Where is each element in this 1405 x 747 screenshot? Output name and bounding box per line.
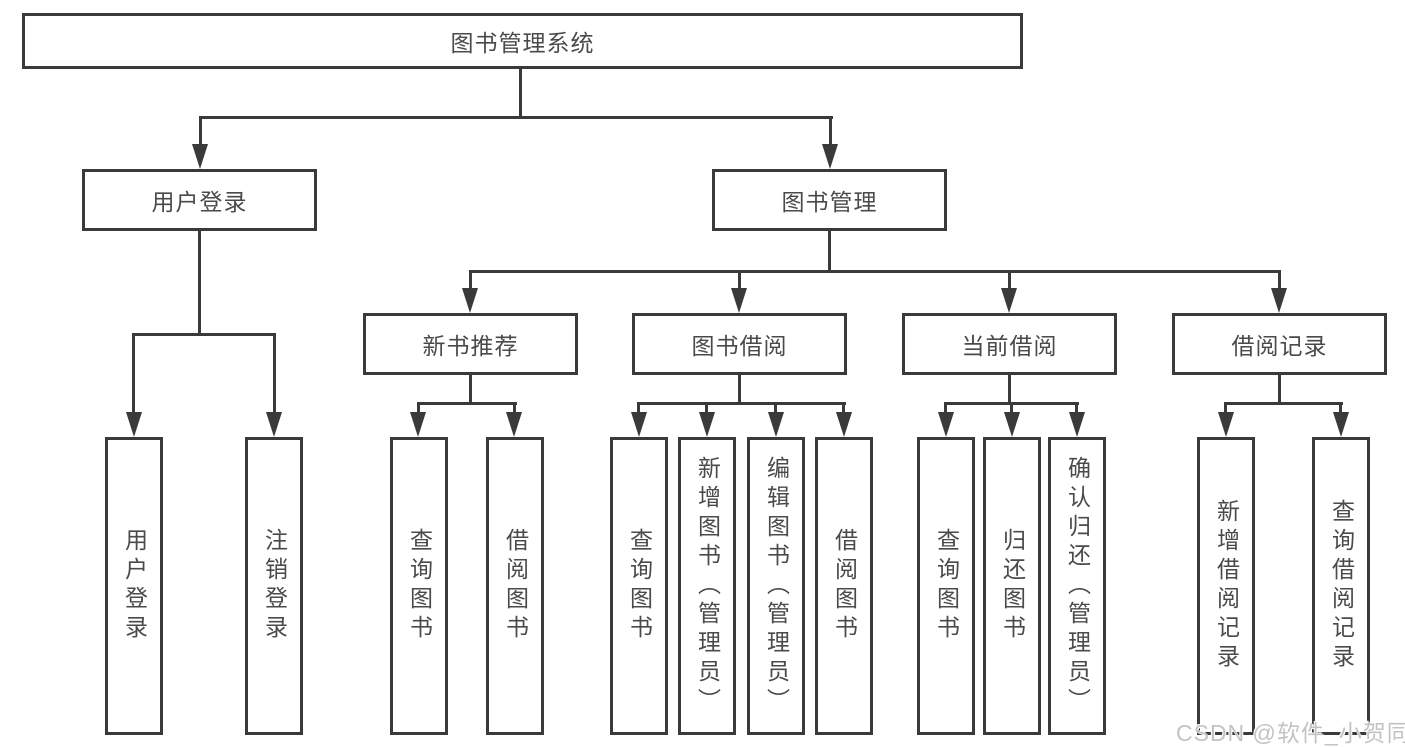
arrow-down-icon bbox=[822, 144, 838, 169]
connector-line bbox=[417, 402, 517, 405]
connector-line bbox=[1224, 402, 1343, 405]
arrow-down-icon bbox=[506, 412, 522, 437]
node-user-login: 用户登录 bbox=[82, 169, 317, 231]
connector-line bbox=[842, 402, 845, 414]
leaf-logout: 注销登录 bbox=[245, 437, 303, 735]
leaf-add-book-admin-label: 新增图书（管理员） bbox=[694, 455, 721, 717]
connector-line bbox=[1278, 375, 1281, 402]
node-book-borrow-label: 图书借阅 bbox=[691, 333, 788, 359]
connector-line bbox=[637, 402, 846, 405]
connector-line bbox=[1339, 402, 1342, 414]
connector-line bbox=[829, 116, 832, 146]
leaf-logout-label: 注销登录 bbox=[261, 528, 288, 644]
node-borrow-records-label: 借阅记录 bbox=[1231, 333, 1328, 359]
node-user-login-label: 用户登录 bbox=[151, 189, 248, 215]
connector-line bbox=[199, 116, 833, 119]
node-book-management-label: 图书管理 bbox=[781, 189, 878, 215]
leaf-query-books-borrow-label: 查询图书 bbox=[626, 528, 653, 644]
connector-line bbox=[1008, 270, 1011, 290]
arrow-down-icon bbox=[1001, 288, 1017, 313]
leaf-confirm-return-admin: 确认归还（管理员） bbox=[1048, 437, 1106, 735]
node-current-borrow: 当前借阅 bbox=[902, 313, 1117, 375]
arrow-down-icon bbox=[1218, 412, 1234, 437]
node-book-management: 图书管理 bbox=[712, 169, 947, 231]
arrow-down-icon bbox=[731, 288, 747, 313]
leaf-return-book-label: 归还图书 bbox=[999, 528, 1026, 644]
connector-line bbox=[1224, 402, 1227, 414]
leaf-return-book: 归还图书 bbox=[983, 437, 1041, 735]
leaf-query-books-current-label: 查询图书 bbox=[933, 528, 960, 644]
node-new-book-recommend-label: 新书推荐 bbox=[422, 333, 519, 359]
connector-line bbox=[132, 333, 276, 336]
leaf-query-books-recommend-label: 查询图书 bbox=[406, 528, 433, 644]
connector-line bbox=[199, 116, 202, 146]
connector-line bbox=[637, 402, 640, 414]
connector-line bbox=[417, 402, 420, 414]
arrow-down-icon bbox=[410, 412, 426, 437]
connector-line bbox=[774, 402, 777, 414]
arrow-down-icon bbox=[192, 144, 208, 169]
connector-line bbox=[1075, 402, 1078, 414]
arrow-down-icon bbox=[462, 288, 478, 313]
leaf-query-books-recommend: 查询图书 bbox=[390, 437, 448, 735]
connector-line bbox=[828, 231, 831, 272]
connector-line bbox=[469, 270, 472, 290]
arrow-down-icon bbox=[699, 412, 715, 437]
node-book-borrow: 图书借阅 bbox=[632, 313, 847, 375]
leaf-query-borrow-record-label: 查询借阅记录 bbox=[1328, 499, 1355, 673]
node-current-borrow-label: 当前借阅 bbox=[961, 333, 1058, 359]
leaf-confirm-return-admin-label: 确认归还（管理员） bbox=[1064, 455, 1091, 717]
connector-line bbox=[738, 270, 741, 290]
leaf-query-books-current: 查询图书 bbox=[917, 437, 975, 735]
leaf-borrow-books-recommend-label: 借阅图书 bbox=[502, 528, 529, 644]
node-new-book-recommend: 新书推荐 bbox=[363, 313, 578, 375]
connector-line bbox=[944, 402, 947, 414]
connector-line bbox=[469, 270, 1281, 273]
arrow-down-icon bbox=[768, 412, 784, 437]
leaf-borrow-books: 借阅图书 bbox=[815, 437, 873, 735]
connector-line bbox=[738, 375, 741, 402]
connector-line bbox=[705, 402, 708, 414]
arrow-down-icon bbox=[1271, 288, 1287, 313]
leaf-borrow-books-label: 借阅图书 bbox=[831, 528, 858, 644]
leaf-user-login: 用户登录 bbox=[105, 437, 163, 735]
csdn-watermark: CSDN @软件_小贺同学 bbox=[1176, 720, 1405, 746]
arrow-down-icon bbox=[1333, 412, 1349, 437]
connector-line bbox=[132, 333, 135, 414]
connector-line bbox=[513, 402, 516, 414]
arrow-down-icon bbox=[836, 412, 852, 437]
arrow-down-icon bbox=[631, 412, 647, 437]
node-root: 图书管理系统 bbox=[22, 13, 1023, 69]
connector-line bbox=[1010, 402, 1013, 414]
leaf-query-borrow-record: 查询借阅记录 bbox=[1312, 437, 1370, 735]
connector-line bbox=[273, 333, 276, 414]
arrow-down-icon bbox=[938, 412, 954, 437]
arrow-down-icon bbox=[1069, 412, 1085, 437]
leaf-add-borrow-record-label: 新增借阅记录 bbox=[1213, 499, 1240, 673]
connector-line bbox=[469, 375, 472, 402]
leaf-borrow-books-recommend: 借阅图书 bbox=[486, 437, 544, 735]
leaf-user-login-label: 用户登录 bbox=[121, 528, 148, 644]
connector-line bbox=[1278, 270, 1281, 290]
arrow-down-icon bbox=[266, 412, 282, 437]
connector-line bbox=[519, 69, 522, 117]
leaf-edit-book-admin: 编辑图书（管理员） bbox=[747, 437, 805, 735]
node-root-label: 图书管理系统 bbox=[450, 30, 595, 56]
node-borrow-records: 借阅记录 bbox=[1172, 313, 1387, 375]
leaf-edit-book-admin-label: 编辑图书（管理员） bbox=[763, 455, 790, 717]
arrow-down-icon bbox=[1004, 412, 1020, 437]
leaf-add-book-admin: 新增图书（管理员） bbox=[678, 437, 736, 735]
leaf-query-books-borrow: 查询图书 bbox=[610, 437, 668, 735]
arrow-down-icon bbox=[126, 412, 142, 437]
connector-line bbox=[198, 231, 201, 335]
leaf-add-borrow-record: 新增借阅记录 bbox=[1197, 437, 1255, 735]
connector-line bbox=[1008, 375, 1011, 402]
